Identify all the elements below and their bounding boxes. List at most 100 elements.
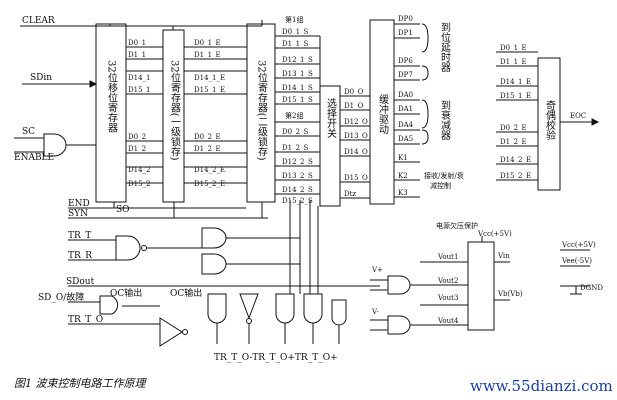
pin: D15_O [344, 174, 368, 182]
pin: D14_1 [128, 74, 150, 82]
to-delay-label: 到位延时器 [439, 22, 451, 73]
clear-label: CLEAR [22, 16, 55, 26]
reg1-to-reg2-wires [184, 46, 247, 184]
pin: D15_2_E [500, 172, 531, 180]
buffer-box [369, 19, 395, 205]
pin: D15_2_E [194, 180, 225, 188]
parity-box [537, 57, 561, 191]
pin: D15_2 [128, 180, 150, 188]
recv-ctrl-label-1: 接收/发射/衰 [424, 171, 464, 180]
pin: D15_1_E [500, 92, 531, 100]
vout1-label: Vout1 [437, 253, 458, 261]
pin: D1_1 [128, 51, 146, 59]
pin: D14_2_E [500, 156, 531, 164]
pin: D1_2_S [282, 144, 309, 152]
parity-title: 奇偶校验 [544, 99, 556, 141]
k1-label: K1 [398, 154, 408, 162]
pin: D13_2_S [282, 172, 313, 180]
pin: D14_1_S [282, 84, 313, 92]
vcc-box-label: Vcc(+5V) [477, 230, 512, 238]
v-plus-label: V+ [371, 266, 383, 274]
to-atten-label: 到衰减器 [439, 100, 451, 141]
pin: DA0 [398, 91, 413, 99]
reg2-pins: D0_1_S D1_1_S D12_1_S D13_1_S D14_1_S D1… [282, 28, 313, 205]
reg1-title: 32位寄存器(一级锁存) [169, 60, 181, 161]
pin: DP1 [398, 29, 413, 37]
vin-label: Vin [497, 252, 510, 260]
pin: D1_O [344, 102, 364, 110]
pin: DA5 [398, 135, 413, 143]
eoc-label: EOC [570, 112, 586, 120]
shift-pins: D0_1 D1_1 D14_1 D15_1 D0_2 D1_2 D14_2 D1… [128, 39, 150, 188]
reg1-pins: D0_1_E D1_1_E D14_1_E D15_1_E D0_2_E D1_… [194, 39, 225, 188]
buffer-title: 缓冲驱动 [377, 93, 389, 135]
pin: D1_1_E [194, 51, 221, 59]
pin: DA1 [398, 105, 413, 113]
oc-output-2: OC输出 [170, 287, 202, 299]
group1-label: 第1组 [285, 15, 303, 24]
power-protect-box [467, 241, 495, 331]
pin: D15_1_S [282, 96, 313, 104]
reg2-to-select-wires [275, 35, 321, 195]
pin: D12_1_S [282, 56, 313, 64]
k3-label: K3 [398, 189, 408, 197]
pin: D15_1_E [194, 86, 225, 94]
select-title: 选择开关 [325, 97, 337, 139]
tr-t-label: TR_T [68, 231, 91, 241]
power-protect-label: 电源欠压保护 [436, 221, 478, 230]
buffer-output-wires [394, 23, 429, 198]
da-pins: DA0 DA1 DA4 DA5 [398, 91, 414, 143]
pin: D15_1 [128, 86, 150, 94]
pin: D0_2_E [500, 124, 527, 132]
pin: DP6 [398, 57, 413, 65]
pin: D14_1_E [500, 78, 531, 86]
shift-register-box [95, 23, 127, 203]
k2-label: K2 [398, 172, 408, 180]
dp-pins: DP0 DP1 DP6 DP7 [398, 15, 413, 79]
parity-input-wires [496, 51, 600, 181]
pin: D0_1_S [282, 28, 309, 36]
pin: D0_1 [128, 39, 146, 47]
shift-reg-title: 32位移位寄存器 [106, 60, 118, 134]
so-label: SO [116, 205, 130, 215]
pin: DP7 [398, 71, 413, 79]
pin: D14_2_S [282, 186, 313, 194]
reg2-title: 32位寄存器(二级锁存) [256, 60, 268, 161]
pin: D0_O [344, 88, 364, 96]
vee-5v-label: Vee(-5V) [561, 257, 592, 265]
tr-t-o-label: TR_T_O [68, 315, 103, 325]
reg2-box [246, 23, 276, 203]
pin: D1_1_E [500, 58, 527, 66]
pin: D14_1_E [194, 74, 225, 82]
pin: DA4 [398, 121, 414, 129]
parity-pins: D0_1_E D1_1_E D14_1_E D15_1_E D0_2_E D1_… [500, 44, 531, 180]
group2-label: 第2组 [285, 111, 303, 120]
bottom-output-labels: TR_T_O-TR_T_O+TR_T_O+ [214, 353, 338, 363]
pin: D14_2_E [194, 166, 225, 174]
sc-label: SC [22, 127, 35, 137]
pin: D0_1_E [500, 44, 527, 52]
pin: D13_O [344, 132, 368, 140]
pin: D12_O [344, 118, 368, 126]
pin: D1_2 [128, 145, 146, 153]
pin: D13_1_S [282, 70, 313, 78]
vout2-label: Vout2 [437, 277, 458, 285]
pin: Dtz [344, 190, 356, 198]
vb-label: Vb(Vb) [497, 290, 523, 298]
select-switch-box [319, 85, 341, 207]
pin: DP0 [398, 15, 413, 23]
pin: D1_2_E [500, 138, 527, 146]
pin: D14_O [344, 148, 368, 156]
vcc-5v-label: Vcc(+5V) [561, 241, 596, 249]
pin: D14_2 [128, 166, 150, 174]
pin: D0_2 [128, 133, 146, 141]
syn-label: SYN [68, 209, 88, 219]
pin: D12_2_S [282, 158, 313, 166]
dgnd-label: DGND [580, 284, 603, 292]
watermark: www.55dianzi.com [470, 377, 613, 395]
enable-label: ENABLE [14, 153, 54, 163]
pin: D0_2_S [282, 128, 309, 136]
sdin-label: SDin [30, 73, 52, 83]
figure-caption: 图1 波束控制电路工作原理 [14, 377, 147, 390]
